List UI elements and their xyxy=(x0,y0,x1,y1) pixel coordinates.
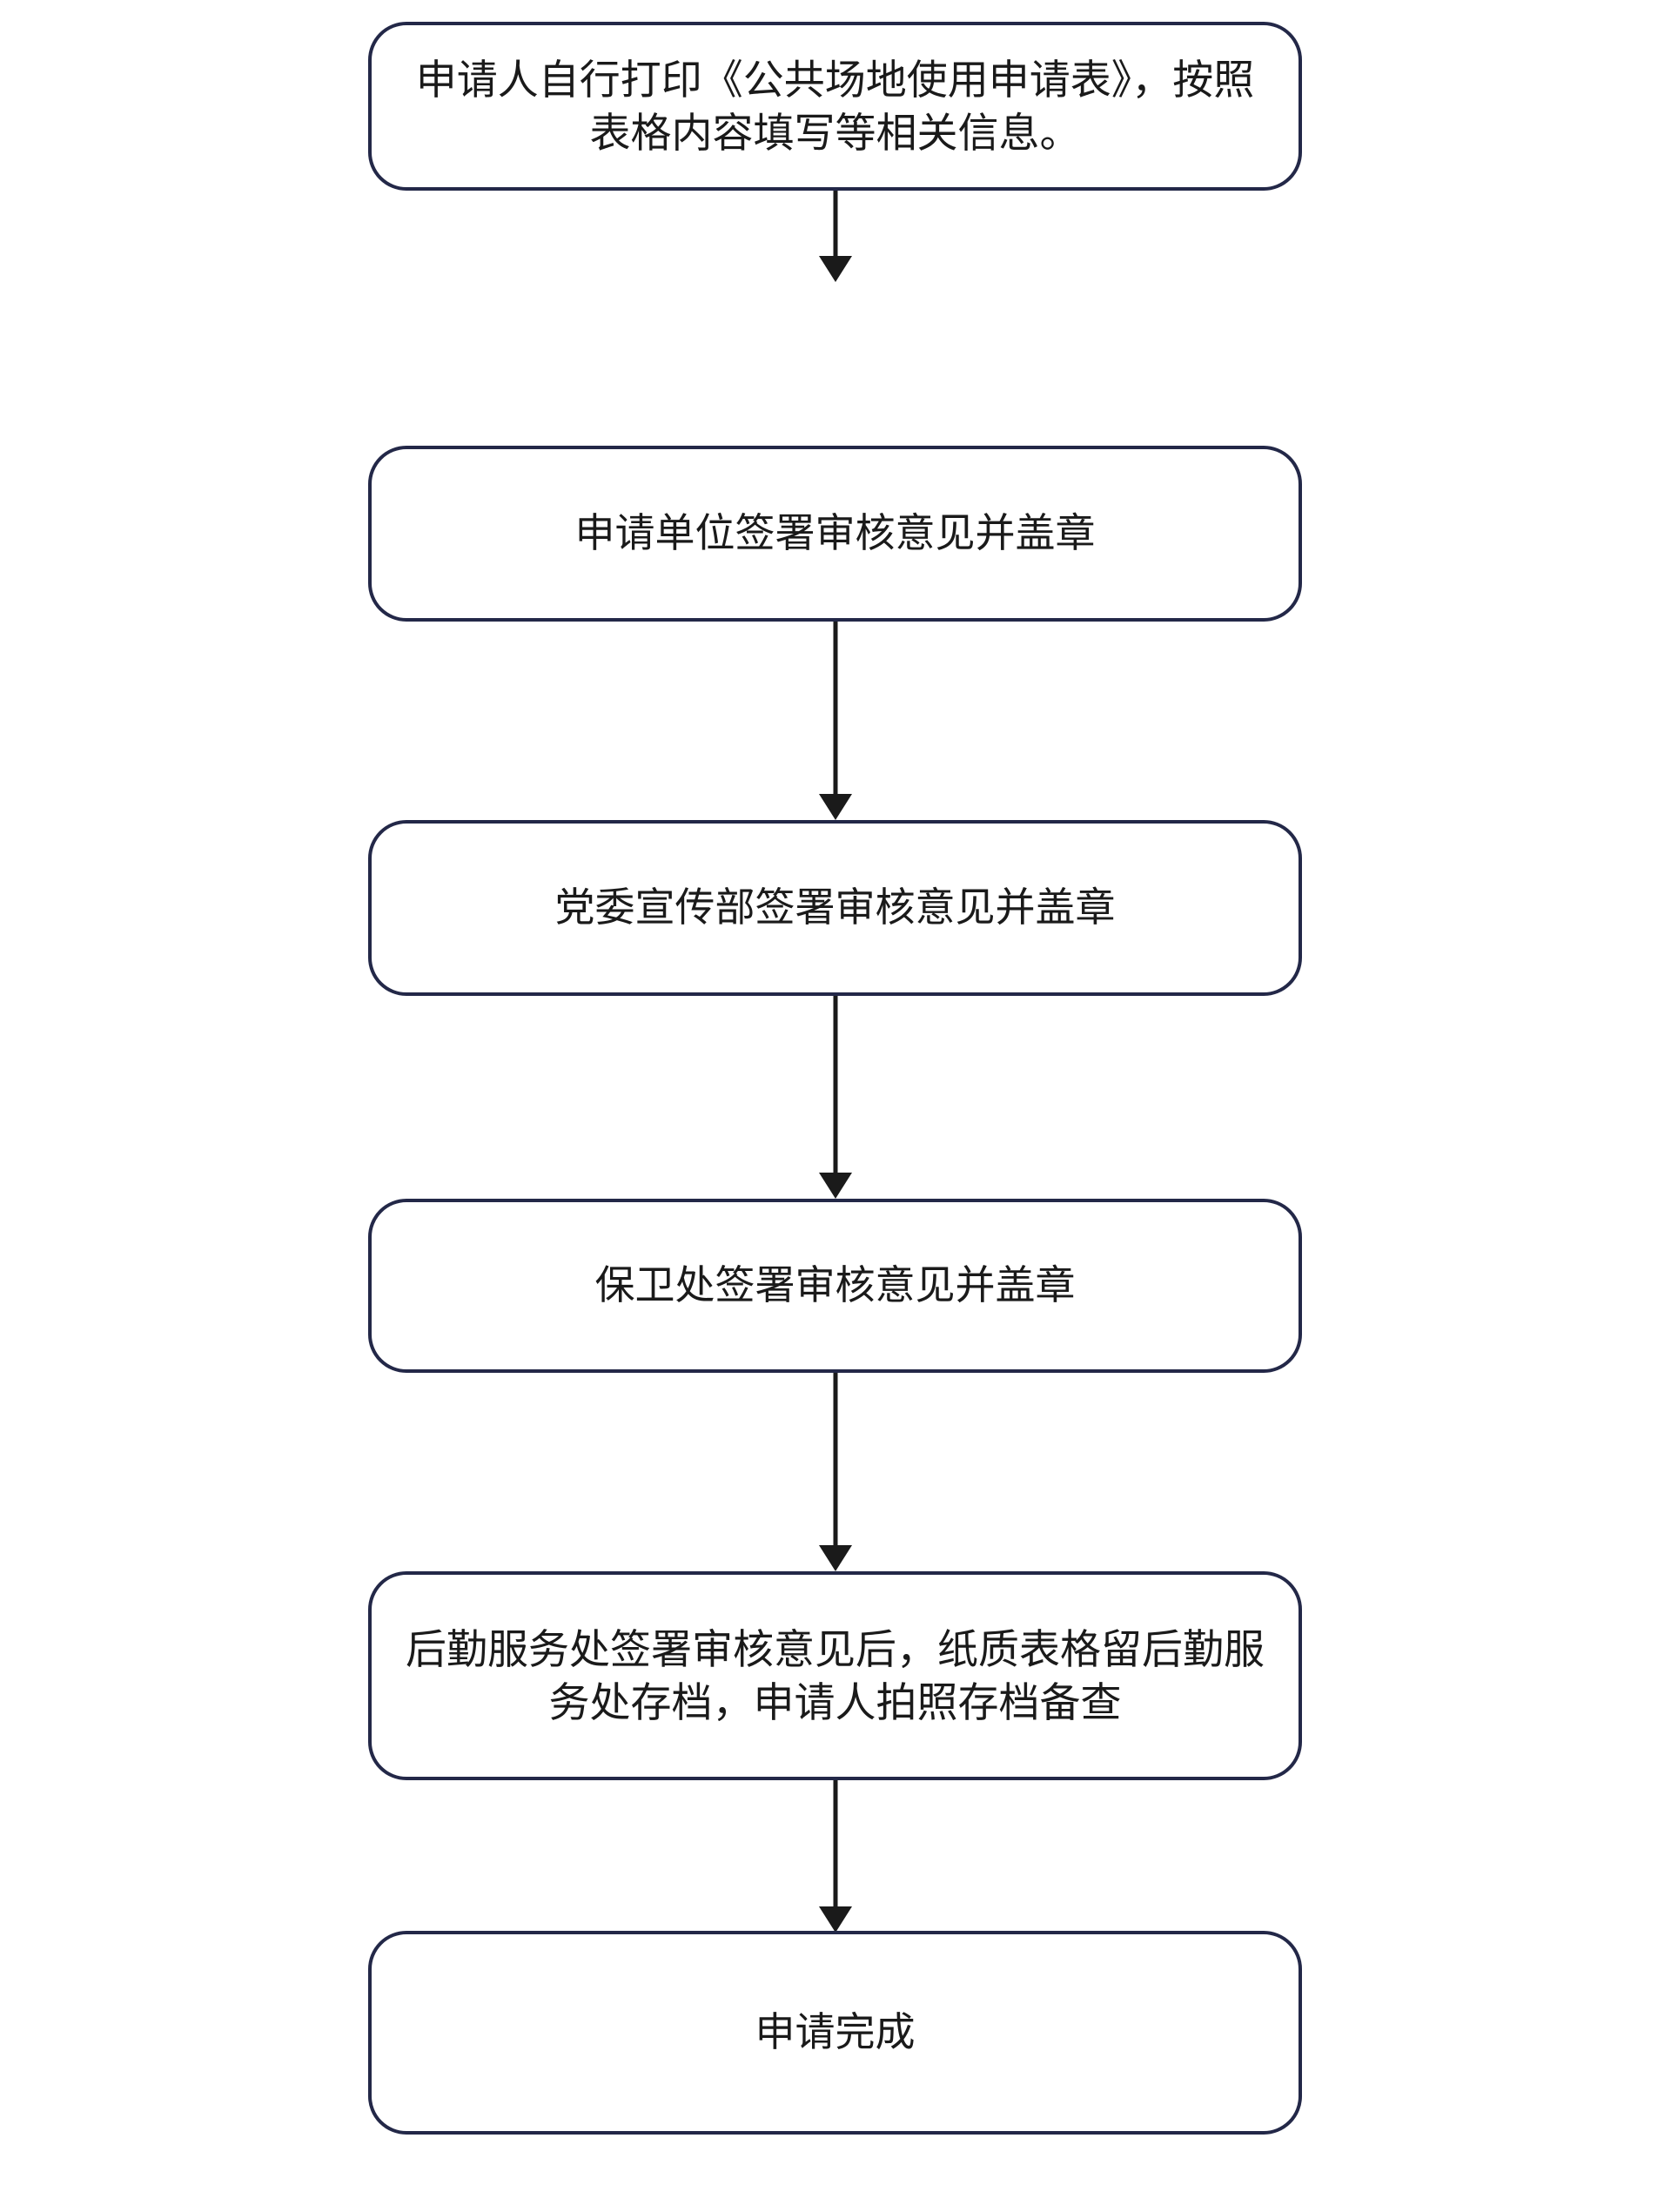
connector-arrow-5 xyxy=(815,1780,856,1933)
arrow-shaft xyxy=(833,996,838,1174)
arrow-head-icon xyxy=(819,1906,852,1933)
flow-node-label: 申请完成 xyxy=(755,2009,916,2055)
arrow-shaft xyxy=(833,1780,838,1908)
arrow-shaft xyxy=(833,1373,838,1547)
flow-node-step-4[interactable]: 保卫处签署审核意见并盖章 xyxy=(368,1199,1302,1373)
arrow-head-icon xyxy=(819,1545,852,1571)
flow-node-step-6[interactable]: 申请完成 xyxy=(368,1931,1302,2135)
connector-arrow-3 xyxy=(815,996,856,1199)
flow-node-label: 保卫处签署审核意见并盖章 xyxy=(594,1262,1076,1308)
connector-arrow-2 xyxy=(815,622,856,820)
flow-node-step-3[interactable]: 党委宣传部签署审核意见并盖章 xyxy=(368,820,1302,996)
flow-node-label: 后勤服务处签署审核意见后，纸质表格留后勤服务处存档，申请人拍照存档备查 xyxy=(406,1625,1265,1725)
flow-node-label: 党委宣传部签署审核意见并盖章 xyxy=(554,884,1116,931)
arrow-head-icon xyxy=(819,256,852,282)
arrow-head-icon xyxy=(819,1173,852,1199)
flow-node-step-2[interactable]: 申请单位签署审核意见并盖章 xyxy=(368,446,1302,622)
flow-node-step-1[interactable]: 申请人自行打印《公共场地使用申请表》，按照表格内容填写等相关信息。 xyxy=(368,22,1302,191)
arrow-head-icon xyxy=(819,794,852,820)
connector-arrow-1 xyxy=(815,191,856,282)
connector-arrow-4 xyxy=(815,1373,856,1571)
arrow-shaft xyxy=(833,622,838,796)
arrow-shaft xyxy=(833,191,838,259)
flow-node-step-5[interactable]: 后勤服务处签署审核意见后，纸质表格留后勤服务处存档，申请人拍照存档备查 xyxy=(368,1571,1302,1780)
flow-node-label: 申请人自行打印《公共场地使用申请表》，按照表格内容填写等相关信息。 xyxy=(415,56,1255,156)
flow-node-label: 申请单位签署审核意见并盖章 xyxy=(574,510,1096,556)
